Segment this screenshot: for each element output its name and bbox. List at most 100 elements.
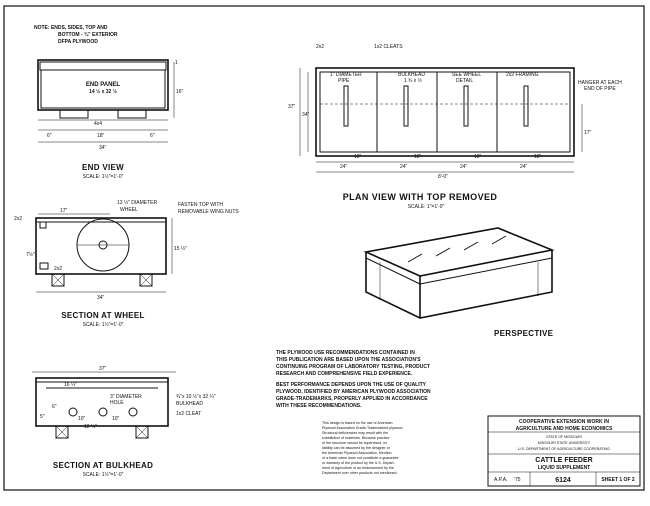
fasten-label-2: REMOVABLE WING NUTS [178, 209, 239, 215]
bulk-dim-h: 5" [40, 414, 45, 420]
disclaimer-line-2: Plywood Association Grade-Trademarked pl… [322, 426, 403, 430]
perspective-title: PERSPECTIVE [494, 329, 554, 338]
disclaimer-line-9: or warranty of the product by the U.S. D… [322, 461, 396, 465]
bulk-dim-pipe: 3" DIAMETER [110, 394, 142, 400]
plan-dim-bay-2: 12" [414, 154, 422, 160]
disclaimer-line-1: This design is based on the use of Ameri… [322, 421, 393, 425]
rec-p1-line-3: CONTINUING PROGRAM OF LABORATORY TESTING… [276, 364, 430, 370]
tb-sheet: SHEET 1 OF 2 [601, 477, 635, 483]
end-view-drawing: END PANEL 14 ½ x 32 ½ 1 16" 4x4 6" 18" 6… [37, 59, 184, 151]
plan-label-2x2: 2x2 [316, 44, 324, 50]
plan-view-title: PLAN VIEW WITH TOP REMOVED [343, 192, 498, 202]
note-line-1: NOTE: ENDS, SIDES, TOP AND [34, 25, 108, 31]
disclaimer-line-6: liability can be assumed by the designer… [322, 446, 391, 450]
section-wheel-scale: SCALE: 1½"=1'-0" [83, 321, 124, 328]
plan-label-hanger-2: END OF PIPE [584, 86, 616, 92]
plan-dim-left-h2: 34" [302, 112, 310, 118]
tb-ref-label: A.P.A. [494, 477, 508, 483]
wheel-dim-left-lumber: 2x2 [14, 216, 22, 222]
rec-p2-line-2: PLYWOOD, IDENTIFIED BY AMERICAN PLYWOOD … [276, 389, 431, 395]
bulk-label-2: BULKHEAD [176, 401, 203, 407]
plan-dim-bay-1: 12" [354, 154, 362, 160]
title-block: COOPERATIVE EXTENSION WORK IN AGRICULTUR… [487, 415, 641, 487]
rec-p2-line-4: WITH THESE RECOMMENDATIONS. [276, 403, 362, 409]
tb-plan-number: 6124 [555, 477, 571, 484]
disclaimer-line-7: the American Plywood Association. Mentio… [322, 451, 392, 455]
bulk-dim-a: 10" [78, 416, 86, 422]
disclaimer-line-3: Structural deficiencies may result with … [322, 431, 388, 435]
plan-dim-overall: 8'-0" [438, 174, 448, 180]
disclaimer-line-4: substitution of materials. Because pract… [322, 436, 389, 440]
plan-label-wheel-1: SEE WHEEL [452, 72, 481, 78]
fasten-label-1: FASTEN TOP WITH [178, 202, 223, 208]
bulk-cleat-label: 1x2 CLEAT [176, 411, 201, 417]
rec-p2-line-3: GRADE-TRADEMARKS, PROPERLY APPLIED IN AC… [276, 396, 428, 402]
bulk-dim-overall: 37" [99, 366, 107, 372]
end-dim-mid: 18" [97, 133, 105, 139]
end-panel-size: 14 ½ x 32 ½ [89, 88, 117, 95]
tb-project-subtitle: LIQUID SUPPLEMENT [538, 465, 591, 471]
wheel-label-2: WHEEL [120, 207, 138, 213]
plan-dim-bay-3: 12" [474, 154, 482, 160]
plan-view-scale: SCALE: 1"=1'-0" [408, 204, 445, 210]
end-dim-width: 34" [99, 145, 107, 151]
disclaimer-line-5: of the structure cannot be supervised, n… [322, 441, 387, 445]
bulk-dim-b: 10" [112, 416, 120, 422]
plan-label-hanger-1: HANGER AT EACH [578, 80, 622, 86]
wheel-dim-inner: 7½" [26, 251, 35, 258]
bulk-dim-d: 6" [52, 404, 57, 410]
plan-dim-span-4: 24" [520, 164, 528, 170]
bulk-dim-c: 12 ¼" [84, 424, 97, 430]
plan-label-pipe-1: 1" DIAMETER [330, 72, 362, 78]
recommendations-block: THE PLYWOOD USE RECOMMENDATIONS CONTAINE… [276, 350, 431, 409]
bulk-dim-pipe-2: HOLE [110, 400, 124, 406]
plan-dim-span-2: 24" [400, 164, 408, 170]
disclaimer-line-8: of a trade name does not constitute a gu… [322, 456, 399, 460]
section-wheel-drawing: 17" 2x2 7½" 2x2 15 ½" 34" 13 ½" DIAMETER… [14, 199, 239, 301]
plan-dim-left-h: 37" [288, 104, 296, 110]
bulk-label-1: ¾"x 10 ½"x 32 ¼" [176, 393, 216, 400]
sheet-border [3, 5, 645, 491]
note-block: NOTE: ENDS, SIDES, TOP AND BOTTOM - ¾" E… [34, 25, 118, 45]
plan-label-framing: 2x2 FRAMING [506, 72, 539, 78]
end-dim-height: 16" [176, 89, 184, 95]
perspective-drawing [363, 227, 555, 319]
plan-view-drawing: 2x2 1x2 CLEATS 1" DIAMETER PIPE BULKHEAD… [288, 44, 622, 180]
end-dim-left: 6" [47, 133, 52, 139]
end-view-title: END VIEW [82, 163, 124, 172]
plan-dim-span-1: 24" [340, 164, 348, 170]
section-bulkhead-scale: SCALE: 1½"=1'-0" [83, 471, 124, 478]
note-line-2: BOTTOM - ¾" EXTERIOR [58, 31, 118, 38]
plan-label-bulkhead-1: BULKHEAD [398, 72, 425, 78]
tb-coop-1: COOPERATIVE EXTENSION WORK IN [519, 419, 609, 425]
wheel-dim-cleat: 2x2 [54, 266, 62, 272]
plan-label-cleats: 1x2 CLEATS [374, 44, 403, 50]
plan-dim-right-h: 17" [584, 130, 592, 136]
rec-p1-line-4: RESEARCH AND COMPREHENSIVE FIELD EXPERIE… [276, 371, 413, 377]
end-dim-top: 1 [175, 60, 178, 66]
wheel-dim-top: 17" [60, 208, 68, 214]
rec-p2-line-1: BEST PERFORMANCE DEPENDS UPON THE USE OF… [276, 382, 427, 388]
plan-label-pipe-2: PIPE [338, 78, 350, 84]
bulk-dim-inner: 16 ¼" [64, 382, 77, 388]
tb-project-title: CATTLE FEEDER [535, 457, 592, 464]
rec-p1-line-2: THIS PUBLICATION ARE BASED UPON THE ASSO… [276, 357, 421, 363]
tb-state-2: MISSOURI STATE UNIVERSITY [538, 441, 591, 445]
disclaimer-line-11: Department over other products not menti… [322, 471, 398, 475]
wheel-dim-height: 15 ½" [174, 245, 187, 252]
plan-label-bulkhead-2: 1 ¾ x ½ [404, 77, 423, 84]
note-line-3: DFPA PLYWOOD [58, 39, 98, 45]
section-wheel-title: SECTION AT WHEEL [61, 311, 144, 320]
end-dim-right: 6" [150, 133, 155, 139]
tb-ref-year: '75 [514, 477, 521, 483]
rec-p1-line-1: THE PLYWOOD USE RECOMMENDATIONS CONTAINE… [276, 350, 415, 356]
wheel-label-1: 13 ½" DIAMETER [117, 199, 158, 206]
plan-dim-bay-4: 12" [534, 154, 542, 160]
tb-coop-2: AGRICULTURE AND HOME ECONOMICS [516, 426, 613, 432]
tb-state-1: STATE OF MISSOURI [546, 435, 582, 439]
disclaimer-line-10: ment of Agriculture or an endorsement by… [322, 466, 394, 470]
plan-label-wheel-2: DETAIL [456, 78, 473, 84]
end-panel-label: END PANEL [86, 82, 121, 88]
section-bulkhead-drawing: 37" 16 ¼" 3" DIAMETER HOLE 10" 10" 12 ¼"… [32, 366, 216, 439]
